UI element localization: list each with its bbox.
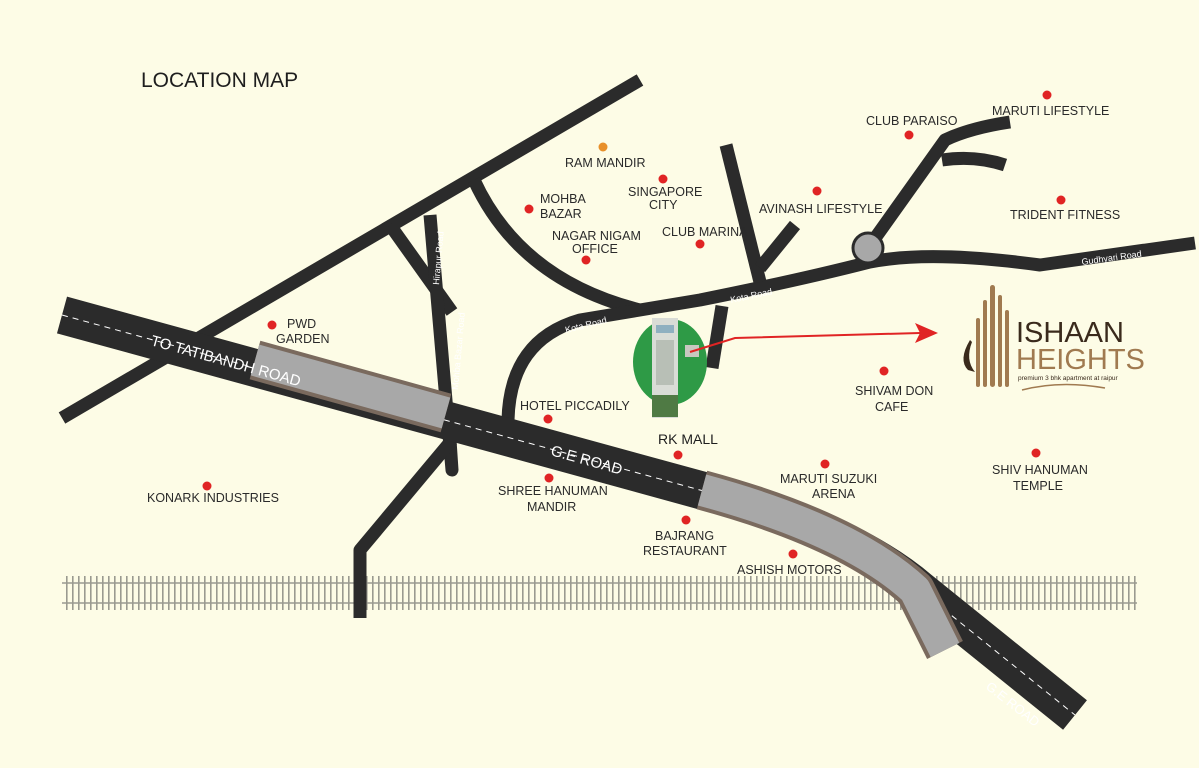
maruti-suzuki-arena-label-2: ARENA [812,487,856,501]
trident-fitness-marker [1056,195,1066,205]
paraiso-road [862,115,1011,252]
ashish-motors-marker [788,549,798,559]
hirapur-road-label: Hirapur Road [431,231,446,285]
shivam-don-cafe-label-1: SHIVAM DON [855,384,933,398]
konark-industries-label: KONARK INDUSTRIES [147,491,279,505]
avinash-lifestyle-marker [812,186,822,196]
project-site-marker [633,318,707,418]
rk-mall-marker [673,450,683,460]
logo-name-ishaan: ISHAAN [1016,317,1124,349]
club-paraiso-label: CLUB PARAISO [866,114,958,128]
mohba-bazar-marker [524,204,534,214]
club-marina-label: CLUB MARINA [662,225,748,239]
lower-connector-road [353,435,457,618]
shivam-don-cafe-marker [879,366,889,376]
club-marina-marker [695,239,705,249]
roundabout [851,231,885,265]
landmark-labels: RAM MANDIR SINGAPORE CITY MOHBA BAZAR NA… [147,104,1120,577]
konark-industries-marker [202,481,212,491]
maruti-suzuki-arena-marker [820,459,830,469]
pwd-garden-marker [267,320,277,330]
nagar-nigam-label-1: NAGAR NIGAM [552,229,641,243]
logo-swoosh [1021,383,1106,391]
logo-tagline: premium 3 bhk apartment at raipur [1018,375,1119,382]
bajrang-restaurant-label-1: BAJRANG [655,529,714,543]
shiv-hanuman-temple-label-1: SHIV HANUMAN [992,463,1088,477]
branch-road-2 [754,220,801,273]
page-title: LOCATION MAP [141,69,298,92]
shree-hanuman-mandir-marker [544,473,554,483]
logo-emblem [963,285,1009,387]
trident-fitness-label: TRIDENT FITNESS [1010,208,1120,222]
shiv-hanuman-temple-marker [1031,448,1041,458]
ram-mandir-marker [598,142,608,152]
logo-name-heights: HEIGHTS [1016,344,1145,376]
singapore-city-marker [658,174,668,184]
railway-track [62,576,1137,610]
shree-hanuman-mandir-label-2: MANDIR [527,500,576,514]
singapore-city-label-2: CITY [649,198,678,212]
ge-road [56,296,1087,730]
pointer-arrow [689,323,938,353]
paraiso-road-branch [941,151,1008,172]
nagar-nigam-marker [581,255,591,265]
nagar-nigam-label-2: OFFICE [572,242,618,256]
hotel-piccadily-label: HOTEL PICCADILY [520,399,630,413]
mohba-bazar-label-1: MOHBA [540,192,587,206]
mohba-bazar-label-2: BAZAR [540,207,582,221]
bajrang-restaurant-marker [681,515,691,525]
ishaan-heights-logo: ISHAAN HEIGHTS premium 3 bhk apartment a… [963,285,1145,391]
shiv-hanuman-temple-label-2: TEMPLE [1013,479,1063,493]
flyover-segments [249,340,963,659]
rk-mall-label: RK MALL [658,431,718,447]
shree-hanuman-mandir-label-1: SHREE HANUMAN [498,484,608,498]
shivam-don-cafe-label-2: CAFE [875,400,908,414]
club-paraiso-marker [904,130,914,140]
hotel-piccadily-marker [543,414,553,424]
singapore-city-label-1: SINGAPORE [628,185,702,199]
minor-roads [58,74,1196,618]
kota-road [501,236,1196,421]
branch-road-1 [719,143,767,284]
maruti-lifestyle-label: MARUTI LIFESTYLE [992,104,1109,118]
ashish-motors-label: ASHISH MOTORS [737,563,842,577]
landmark-markers [202,90,1066,559]
pwd-garden-label-2: GARDEN [276,332,329,346]
maruti-suzuki-arena-label-1: MARUTI SUZUKI [780,472,877,486]
curved-road-to-kota [468,177,642,317]
bajrang-restaurant-label-2: RESTAURANT [643,544,727,558]
mohba-bazar-road-label: Mohba Bazar Road [450,312,467,390]
branch-road-3 [705,304,729,370]
ram-mandir-label: RAM MANDIR [565,156,646,170]
avinash-lifestyle-label: AVINASH LIFESTYLE [759,202,882,216]
diagonal-road-main [58,74,644,424]
maruti-lifestyle-marker [1042,90,1052,100]
pwd-garden-label-1: PWD [287,317,316,331]
